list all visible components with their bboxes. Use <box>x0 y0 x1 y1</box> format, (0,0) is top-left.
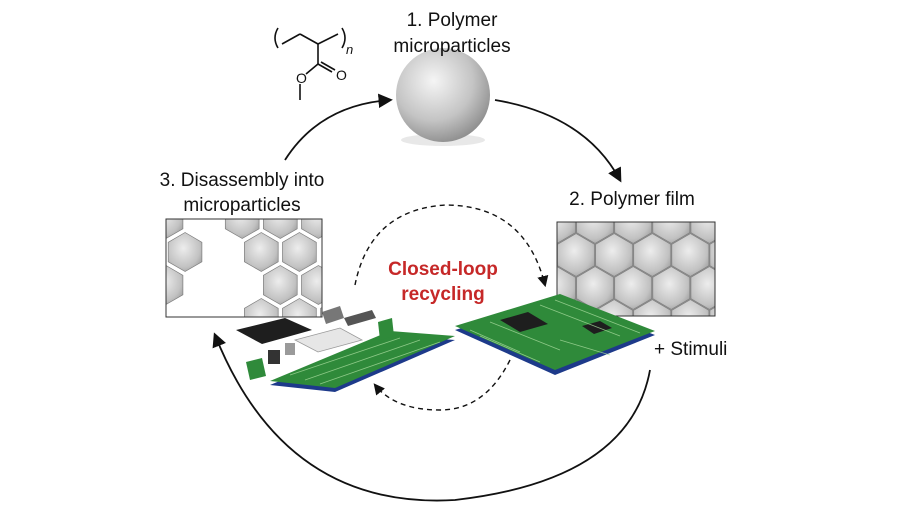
loose-green-part-a <box>378 318 394 340</box>
hex-particle <box>709 306 715 316</box>
hex-particle <box>748 234 785 277</box>
hex-particle <box>167 232 203 272</box>
hex-particle <box>690 222 715 244</box>
hex-particle <box>263 219 298 239</box>
hex-particle <box>244 232 279 272</box>
label-step1-line2: microparticles <box>393 36 510 57</box>
hex-particle <box>576 222 614 244</box>
hex-particle <box>282 298 317 317</box>
hex-particle <box>595 233 634 277</box>
loose-part-grey <box>285 343 295 355</box>
label-stimuli: + Stimuli <box>654 339 727 360</box>
dashed-arrow-bottom <box>373 359 511 411</box>
loose-green-part-b <box>246 358 266 380</box>
hex-particle <box>671 233 710 277</box>
loose-part-dark <box>268 350 280 364</box>
hex-particle <box>519 234 556 277</box>
hex-particle <box>633 299 672 316</box>
hex-particle <box>301 265 322 305</box>
hex-particle <box>557 222 576 244</box>
hex-particle <box>710 168 747 211</box>
intact-circuit-board <box>455 294 655 375</box>
loose-part-c <box>322 306 344 324</box>
hex-particle <box>671 299 710 316</box>
label-step2: 2. Polymer film <box>569 189 695 210</box>
hex-particle <box>340 266 374 305</box>
hex-particle <box>633 233 672 277</box>
hex-particle <box>614 222 653 244</box>
arrow-sphere-to-film <box>494 99 622 183</box>
hex-particle <box>652 222 691 244</box>
hex-particle <box>729 201 766 244</box>
label-step1-line1: 1. Polymer <box>407 10 498 31</box>
hex-particle <box>111 266 145 305</box>
hex-particle <box>576 266 614 310</box>
hex-particle <box>652 266 691 310</box>
polymer-microparticle-sphere <box>396 48 490 142</box>
oxygen-carbonyl: O <box>336 67 347 83</box>
oxygen-ester: O <box>296 70 307 86</box>
hex-particle <box>166 265 184 305</box>
label-center-line1: Closed-loop <box>388 259 498 280</box>
hex-particle <box>500 201 537 244</box>
hex-particle <box>224 219 260 239</box>
hex-particle <box>130 299 164 338</box>
hex-particle <box>340 200 374 239</box>
hex-particle <box>690 266 715 310</box>
hex-particle <box>263 265 298 305</box>
loose-module <box>293 327 364 353</box>
hex-particle <box>301 219 322 239</box>
intact-chip-large <box>500 312 548 332</box>
hex-particle <box>519 168 556 211</box>
hex-particle <box>244 298 279 317</box>
loose-chip-large <box>236 318 312 344</box>
disassembled-circuit-board <box>236 306 455 392</box>
arrow-film-to-sphere-start <box>284 93 393 161</box>
hex-particle <box>282 232 317 272</box>
label-step3-line1: 3. Disassembly into <box>160 170 325 191</box>
hex-particle <box>748 300 785 343</box>
hex-particle <box>729 267 766 310</box>
hex-particle <box>709 240 715 270</box>
hex-particle <box>359 167 393 206</box>
hex-particle <box>321 167 355 206</box>
label-center-line2: recycling <box>401 284 484 305</box>
hex-particle <box>748 168 785 211</box>
loose-part-d <box>344 310 376 326</box>
hex-particle <box>111 200 145 239</box>
subscript-n: n <box>346 42 353 57</box>
polymer-structure <box>274 27 346 100</box>
disassembly-panel <box>111 167 393 338</box>
dashed-arrow-top <box>354 204 549 288</box>
arrow-stimuli-bottom <box>212 332 651 502</box>
label-step3-line2: microparticles <box>183 195 300 216</box>
hex-particle <box>614 266 653 310</box>
polymer-film-panel <box>500 168 785 343</box>
hex-particle <box>166 219 184 239</box>
